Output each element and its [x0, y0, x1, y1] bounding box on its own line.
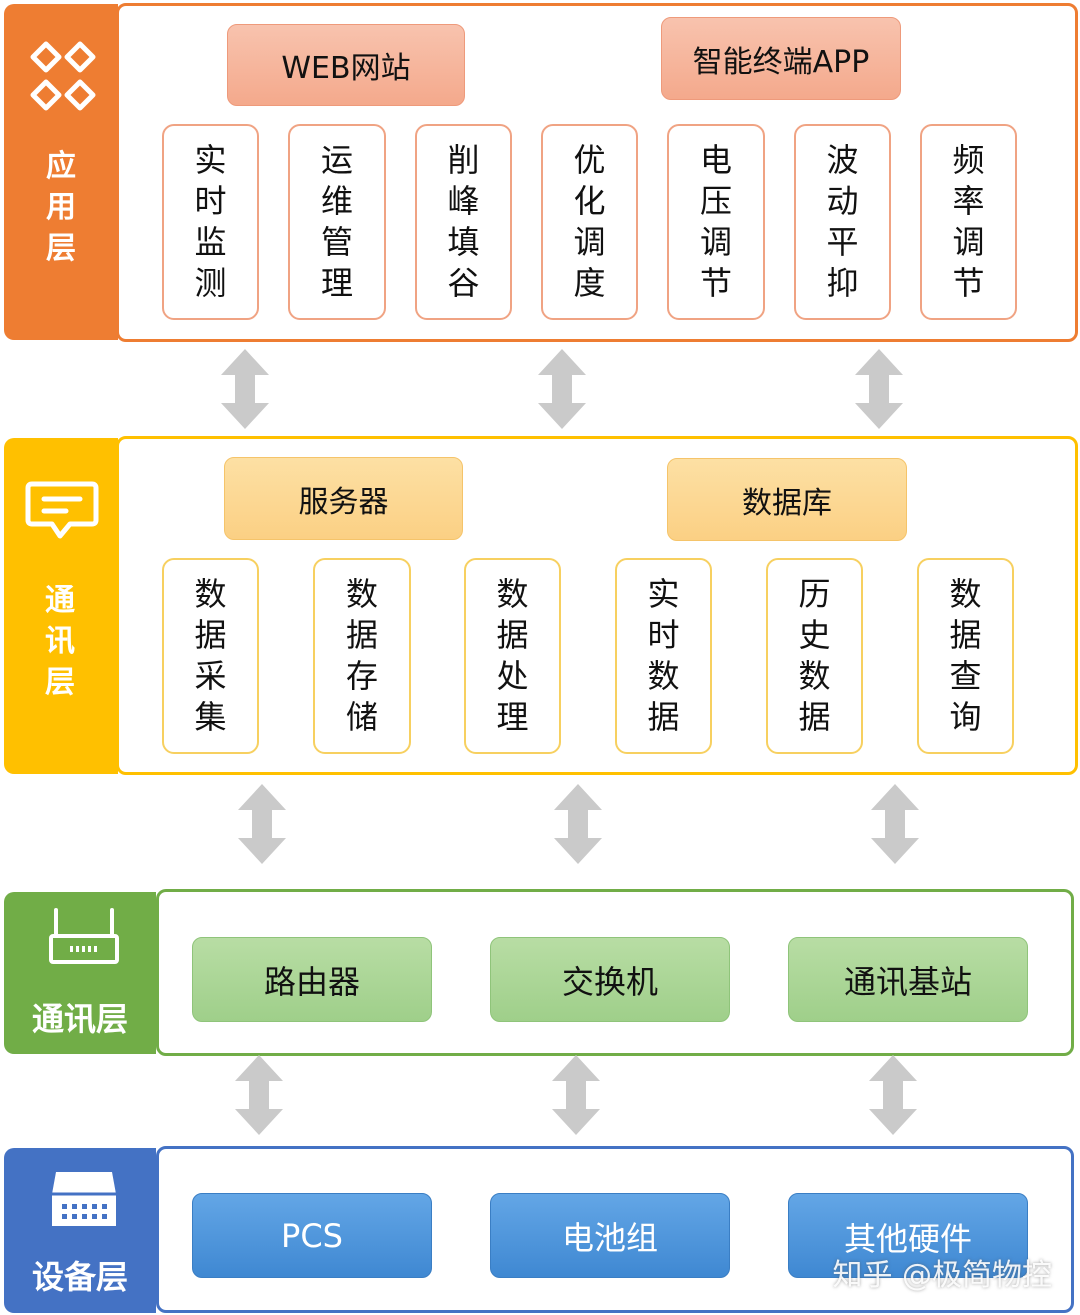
double-arrow-icon: [869, 1055, 917, 1135]
switch-box: 交换机: [490, 937, 730, 1022]
comm-item-data-query: 数据查询: [917, 558, 1014, 754]
double-arrow-icon: [221, 349, 269, 429]
communication-layer-label-lower: 通讯层: [4, 892, 156, 1054]
comm-item-realtime-data: 实时数据: [615, 558, 712, 754]
watermark-text: 知乎 @极简物控: [832, 1258, 1052, 1293]
app-item-optimized-dispatch: 优化调度: [541, 124, 638, 320]
application-layer-label: 应用层: [4, 4, 118, 340]
double-arrow-icon: [538, 349, 586, 429]
double-arrow-icon: [871, 784, 919, 864]
message-icon: [25, 481, 99, 539]
comm-item-historical-data: 历史数据: [766, 558, 863, 754]
server-header: 服务器: [224, 457, 463, 540]
double-arrow-icon: [552, 1055, 600, 1135]
app-grid-icon: [30, 41, 96, 111]
double-arrow-icon: [235, 1055, 283, 1135]
database-header: 数据库: [667, 458, 907, 541]
router-box: 路由器: [192, 937, 432, 1022]
smart-terminal-app-header: 智能终端APP: [661, 17, 901, 100]
communication-base-station-box: 通讯基站: [788, 937, 1028, 1022]
communication-layer-title-lower: 通讯层: [31, 1000, 128, 1038]
comm-item-data-processing: 数据处理: [464, 558, 561, 754]
app-item-peak-shaving: 削峰填谷: [415, 124, 512, 320]
communication-layer-label-upper: 通讯层: [4, 438, 118, 774]
comm-item-data-storage: 数据存储: [313, 558, 411, 754]
communication-layer-title-upper: 通讯层: [45, 583, 75, 700]
other-hardware-label: 其他硬件: [843, 1220, 972, 1258]
battery-pack-box: 电池组: [490, 1193, 730, 1278]
app-item-voltage-regulation: 电压调节: [667, 124, 765, 320]
web-site-header: WEB网站: [227, 24, 465, 106]
double-arrow-icon: [238, 784, 286, 864]
device-layer-title: 设备层: [31, 1258, 128, 1296]
other-hardware-box: 其他硬件: [788, 1193, 1028, 1278]
double-arrow-icon: [554, 784, 602, 864]
router-icon: [49, 908, 119, 964]
device-layer-label: 设备层: [4, 1148, 156, 1313]
comm-item-data-collection: 数据采集: [162, 558, 259, 754]
double-arrow-icon: [855, 349, 903, 429]
app-item-operation-management: 运维管理: [288, 124, 386, 320]
app-item-frequency-regulation: 频率调节: [920, 124, 1017, 320]
app-item-realtime-monitoring: 实时监测: [162, 124, 259, 320]
pcs-box: PCS: [192, 1193, 432, 1278]
app-item-fluctuation-smoothing: 波动平抑: [794, 124, 891, 320]
application-layer-title: 应用层: [46, 149, 76, 266]
device-icon: [52, 1172, 116, 1226]
